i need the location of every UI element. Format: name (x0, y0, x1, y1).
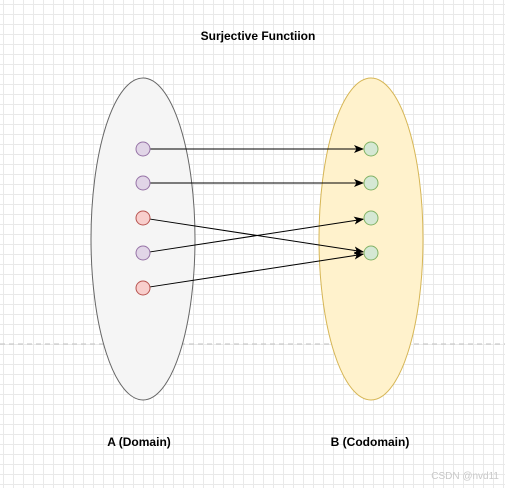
domain-label: A (Domain) (107, 435, 171, 449)
domain-element (135, 175, 151, 191)
mapping-arrow (149, 216, 365, 253)
codomain-element (363, 141, 379, 157)
codomain-elements (363, 141, 379, 261)
domain-element (135, 280, 151, 296)
domain-element (135, 210, 151, 226)
watermark: CSDN @nvd11 (431, 471, 499, 482)
codomain-label: B (Codomain) (331, 435, 410, 449)
domain-set (90, 77, 196, 401)
codomain-element (363, 210, 379, 226)
mapping-arrow (149, 251, 365, 288)
diagram-title: Surjective Functiion (201, 29, 316, 43)
codomain-set (318, 77, 424, 401)
mapping-arrows (149, 145, 365, 288)
codomain-element (363, 245, 379, 261)
domain-element (135, 141, 151, 157)
domain-element (135, 245, 151, 261)
codomain-element (363, 175, 379, 191)
domain-elements (135, 141, 151, 296)
